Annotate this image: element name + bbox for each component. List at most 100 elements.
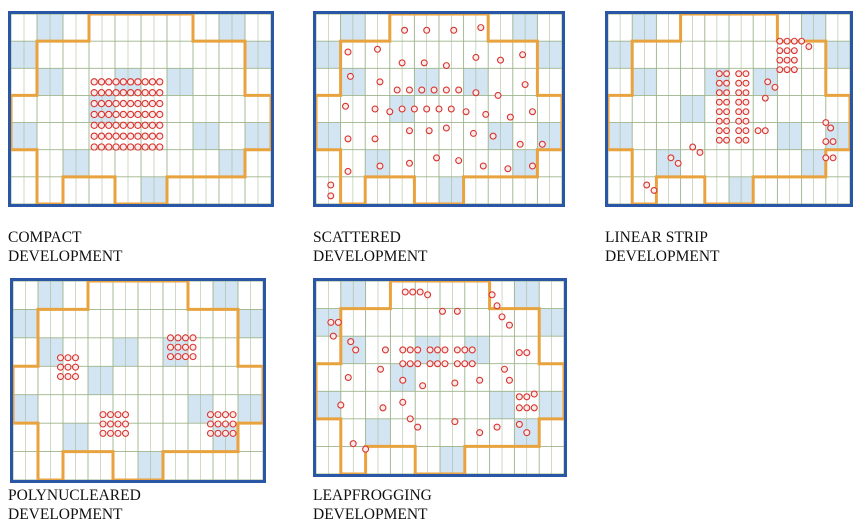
house-marker xyxy=(371,135,379,143)
polynucleared-development-caption: POLYNUCLEARED DEVELOPMENT xyxy=(8,486,141,524)
house-marker xyxy=(174,353,182,361)
house-marker xyxy=(97,132,106,140)
house-marker xyxy=(105,143,113,151)
house-marker xyxy=(376,78,384,86)
house-marker xyxy=(468,346,476,354)
house-marker xyxy=(515,404,523,412)
house-marker xyxy=(126,132,135,140)
house-marker xyxy=(776,66,784,74)
house-marker xyxy=(141,143,149,151)
house-marker xyxy=(214,411,222,419)
house-marker xyxy=(126,143,135,151)
house-marker xyxy=(112,78,120,86)
house-marker xyxy=(379,404,387,412)
house-marker xyxy=(112,99,120,108)
house-marker xyxy=(455,157,463,165)
house-marker xyxy=(419,382,427,390)
house-marker xyxy=(148,99,157,108)
house-marker xyxy=(424,291,432,299)
house-marker xyxy=(344,167,352,175)
map-frame xyxy=(313,11,565,207)
house-marker xyxy=(156,78,164,86)
house-marker xyxy=(735,108,743,116)
house-marker xyxy=(114,429,122,437)
house-marker xyxy=(106,429,115,437)
house-marker xyxy=(406,415,414,423)
house-marker xyxy=(493,302,501,310)
house-marker xyxy=(410,105,418,113)
house-marker xyxy=(148,89,157,97)
house-marker xyxy=(90,132,98,140)
house-marker xyxy=(119,78,127,86)
house-marker xyxy=(735,70,743,78)
house-marker xyxy=(181,353,190,361)
house-marker xyxy=(141,89,149,97)
house-marker xyxy=(362,445,370,453)
house-marker xyxy=(776,56,784,64)
house-marker xyxy=(696,148,704,156)
house-marker xyxy=(221,429,230,437)
house-marker xyxy=(451,418,459,426)
house-marker xyxy=(134,78,142,86)
house-marker xyxy=(229,420,237,428)
house-marker xyxy=(97,143,106,151)
scattered-development-caption: SCATTERED DEVELOPMENT xyxy=(313,228,428,266)
house-marker xyxy=(790,56,798,64)
house-marker xyxy=(119,143,127,151)
house-marker xyxy=(425,127,433,135)
house-marker xyxy=(723,79,731,87)
house-marker xyxy=(506,113,514,121)
house-marker xyxy=(650,186,658,194)
house-marker xyxy=(156,143,164,151)
house-marker xyxy=(114,411,122,419)
house-marker xyxy=(121,411,130,419)
house-marker xyxy=(530,390,538,398)
house-marker xyxy=(674,159,682,167)
house-marker xyxy=(468,360,476,368)
house-marker xyxy=(401,288,409,296)
house-marker xyxy=(181,343,190,351)
house-marker xyxy=(166,353,175,361)
leapfrogging-map xyxy=(313,278,567,477)
house-marker xyxy=(181,334,190,342)
house-marker xyxy=(141,110,149,119)
compact-map xyxy=(8,11,274,207)
house-marker xyxy=(405,127,413,135)
house-marker xyxy=(112,110,120,119)
house-marker xyxy=(64,354,72,362)
scattered-development-diagram xyxy=(313,11,565,207)
house-marker xyxy=(105,121,113,129)
house-marker xyxy=(97,89,106,97)
house-marker xyxy=(430,86,438,94)
caption-line-2: DEVELOPMENT xyxy=(605,248,720,265)
house-marker xyxy=(401,26,409,34)
house-marker xyxy=(521,81,529,89)
house-marker xyxy=(119,99,127,108)
house-marker xyxy=(723,70,731,78)
house-marker xyxy=(742,79,750,87)
house-marker xyxy=(479,162,487,170)
house-marker xyxy=(148,78,157,86)
house-marker xyxy=(399,360,407,368)
house-marker xyxy=(451,379,459,387)
house-marker xyxy=(189,334,197,342)
house-marker xyxy=(450,26,458,34)
map-frame xyxy=(605,11,853,207)
house-marker xyxy=(64,363,72,371)
house-marker xyxy=(715,108,723,116)
house-marker xyxy=(742,108,750,116)
house-marker xyxy=(105,110,113,119)
house-marker xyxy=(90,78,98,86)
house-marker xyxy=(399,398,407,406)
house-marker xyxy=(214,429,222,437)
house-marker xyxy=(530,404,538,412)
house-marker xyxy=(90,143,98,151)
house-marker xyxy=(90,89,98,97)
house-marker xyxy=(334,318,342,326)
house-marker xyxy=(498,313,506,321)
house-marker xyxy=(405,159,413,167)
house-marker xyxy=(214,420,222,428)
house-marker xyxy=(435,105,443,113)
house-marker xyxy=(442,86,450,94)
polynucleared-map xyxy=(10,278,266,483)
